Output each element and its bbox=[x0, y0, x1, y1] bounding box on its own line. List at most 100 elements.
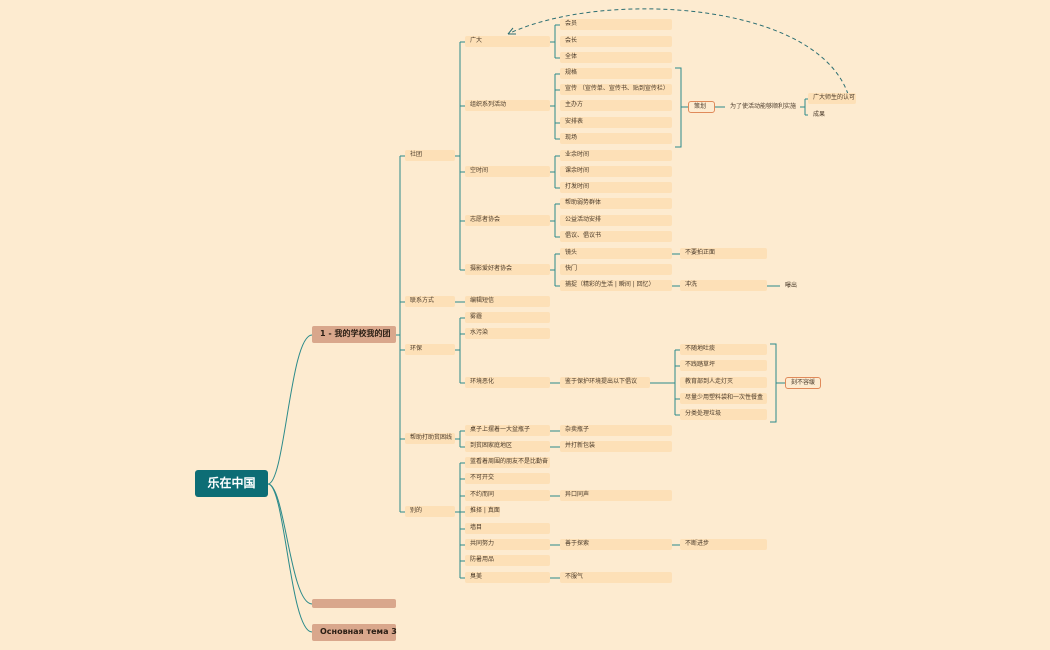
node-label: 社团 bbox=[410, 151, 423, 158]
node-label: 曝出 bbox=[785, 282, 798, 289]
main-topic-school[interactable]: 1 - 我的学校我的团 bbox=[312, 326, 396, 343]
node-other-item[interactable]: 不约而同 bbox=[465, 490, 550, 501]
node-pack-books[interactable]: 并打新包装 bbox=[560, 441, 672, 452]
node-free-time-item[interactable]: 课余时间 bbox=[560, 166, 672, 177]
node-breath[interactable]: 异口同声 bbox=[560, 490, 672, 501]
node-env-worse[interactable]: 环境恶化 bbox=[465, 377, 550, 388]
node-lens[interactable]: 镜头 bbox=[560, 248, 672, 259]
node-label: 不可开交 bbox=[470, 474, 495, 481]
node-recognition[interactable]: 广大师生的认可 bbox=[808, 93, 856, 104]
node-activities[interactable]: 组织系列活动 bbox=[465, 100, 550, 111]
node-label: 安排表 bbox=[565, 118, 584, 125]
node-activity-item[interactable]: 现场 bbox=[560, 133, 672, 144]
node-purpose[interactable]: 为了使活动能够顺利实施 bbox=[725, 102, 800, 113]
node-label: 快门 bbox=[565, 265, 578, 272]
node-other[interactable]: 别的 bbox=[405, 506, 455, 517]
node-free-time-item[interactable]: 打发时间 bbox=[560, 182, 672, 193]
root-label: 乐在中国 bbox=[207, 476, 256, 490]
node-contact-item[interactable]: 编辑短信 bbox=[465, 296, 550, 307]
node-activity-item[interactable]: 规格 bbox=[560, 68, 672, 79]
node-label: 不随地吐痰 bbox=[685, 345, 716, 352]
node-capture[interactable]: 捕捉（精彩的生活 | 瞬间 | 回忆） bbox=[560, 280, 672, 291]
node-label: 不约而同 bbox=[470, 491, 495, 498]
node-guangda-item[interactable]: 会长 bbox=[560, 36, 672, 47]
node-label: 策划 bbox=[694, 103, 707, 110]
node-volunteer[interactable]: 志愿者协会 bbox=[465, 215, 550, 226]
node-label: 倡议、倡议书 bbox=[565, 232, 602, 239]
node-club[interactable]: 社团 bbox=[405, 150, 455, 161]
node-activity-item[interactable]: 主办方 bbox=[560, 100, 672, 111]
node-table-box[interactable]: 桌子上摆着一大盆瓶子 bbox=[465, 425, 550, 436]
node-other-item[interactable]: 不可开交 bbox=[465, 473, 550, 484]
node-plan[interactable]: 策划 bbox=[688, 101, 715, 113]
node-proposal-item[interactable]: 不践踏草坪 bbox=[680, 360, 767, 371]
main-topic-label: Основная тема 3 bbox=[320, 627, 397, 636]
node-other-item[interactable]: 蓝看着周围的朋友不是比勤奋 bbox=[465, 457, 550, 468]
node-label: 不断进步 bbox=[685, 540, 710, 547]
node-label: 桌子上摆着一大盆瓶子 bbox=[470, 426, 531, 433]
node-environment[interactable]: 环保 bbox=[405, 344, 455, 355]
node-env-proposal[interactable]: 鉴于保护环境提出以下倡议 bbox=[560, 377, 650, 388]
node-env-item[interactable]: 雾霾 bbox=[465, 312, 550, 323]
node-label: 镜头 bbox=[565, 249, 578, 256]
node-activity-item[interactable]: 宣传 （宣传单、宣传书、贴到宣传栏） bbox=[560, 84, 672, 95]
node-exposure[interactable]: 曝出 bbox=[780, 281, 810, 292]
node-proposal-item[interactable]: 分类处理垃圾 bbox=[680, 409, 767, 420]
node-other-item[interactable]: 防暑用品 bbox=[465, 555, 550, 566]
node-label: 现场 bbox=[565, 134, 578, 141]
node-label: 广大 bbox=[470, 37, 483, 44]
node-other-item[interactable]: 共同努力 bbox=[465, 539, 550, 550]
node-label: 帮助打助贫困线 bbox=[410, 434, 453, 441]
node-no-mind[interactable]: 不服气 bbox=[560, 572, 672, 583]
node-proposal-item[interactable]: 尽量少用塑料袋和一次性餐盒 bbox=[680, 393, 767, 404]
main-topic-3[interactable]: Основная тема 3 bbox=[312, 624, 397, 641]
node-label: 成果 bbox=[813, 111, 826, 118]
node-result[interactable]: 成果 bbox=[808, 110, 838, 121]
node-label: 空时间 bbox=[470, 167, 489, 174]
node-photo[interactable]: 摄影爱好者协会 bbox=[465, 264, 550, 275]
node-volunteer-item[interactable]: 公益活动安排 bbox=[560, 215, 672, 226]
node-guangda[interactable]: 广大 bbox=[465, 36, 550, 47]
node-free-time[interactable]: 空时间 bbox=[465, 166, 550, 177]
node-activity-item[interactable]: 安排表 bbox=[560, 117, 672, 128]
node-label: 共同努力 bbox=[470, 540, 495, 547]
node-label: 臭美 bbox=[470, 573, 483, 580]
node-label: 刻不容缓 bbox=[791, 379, 816, 386]
node-poor-students[interactable]: 到贫困家庭地区 bbox=[465, 441, 550, 452]
node-free-time-item[interactable]: 业余时间 bbox=[560, 150, 672, 161]
root-topic[interactable]: 乐在中国 bbox=[195, 470, 268, 497]
node-env-item[interactable]: 水污染 bbox=[465, 328, 550, 339]
node-guangda-item[interactable]: 全体 bbox=[560, 52, 672, 63]
node-other-item[interactable]: 臭美 bbox=[465, 572, 550, 583]
node-volunteer-item[interactable]: 帮助弱势群体 bbox=[560, 198, 672, 209]
node-label: 善于探索 bbox=[565, 540, 590, 547]
node-shutter[interactable]: 快门 bbox=[560, 264, 672, 275]
node-label: 水污染 bbox=[470, 329, 489, 336]
node-label: 帮助弱势群体 bbox=[565, 199, 602, 206]
node-other-item[interactable]: 墙目 bbox=[465, 523, 550, 534]
node-no-delay[interactable]: 刻不容缓 bbox=[785, 377, 821, 389]
node-volunteer-item[interactable]: 倡议、倡议书 bbox=[560, 231, 672, 242]
node-contact[interactable]: 联系方式 bbox=[405, 296, 455, 307]
node-label: 到贫困家庭地区 bbox=[470, 442, 513, 449]
node-help-poor[interactable]: 帮助打助贫困线 bbox=[405, 433, 455, 444]
node-label: 规格 bbox=[565, 69, 578, 76]
node-label: 推择 | 真面 bbox=[470, 507, 500, 514]
node-good-at[interactable]: 善于探索 bbox=[560, 539, 672, 550]
node-proposal-item[interactable]: 教育部到人走灯灭 bbox=[680, 377, 767, 388]
node-develop[interactable]: 冲洗 bbox=[680, 280, 767, 291]
main-topic-empty[interactable] bbox=[312, 599, 396, 608]
node-guangda-item[interactable]: 会员 bbox=[560, 19, 672, 30]
node-other-item[interactable]: 推择 | 真面 bbox=[465, 506, 500, 517]
node-label: 冲洗 bbox=[685, 281, 698, 288]
node-label: 捕捉（精彩的生活 | 瞬间 | 回忆） bbox=[565, 281, 655, 288]
node-collect-bottles[interactable]: 杂卖瓶子 bbox=[560, 425, 672, 436]
node-label: 别的 bbox=[410, 507, 423, 514]
node-label: 教育部到人走灯灭 bbox=[685, 378, 734, 385]
node-label: 会员 bbox=[565, 20, 578, 27]
node-progress[interactable]: 不断进步 bbox=[680, 539, 767, 550]
main-topic-label: 1 - 我的学校我的团 bbox=[320, 329, 391, 338]
node-proposal-item[interactable]: 不随地吐痰 bbox=[680, 344, 767, 355]
node-lens-note[interactable]: 不要拍正面 bbox=[680, 248, 767, 259]
node-label: 雾霾 bbox=[470, 313, 483, 320]
